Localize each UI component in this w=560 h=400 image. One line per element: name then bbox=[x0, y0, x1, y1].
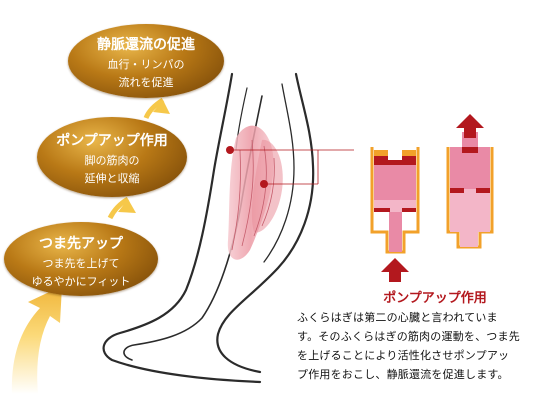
step-line: 流れを促進 bbox=[118, 76, 174, 89]
description-line: す。そのふくらはぎの筋肉の運動を、つま先 bbox=[297, 330, 520, 343]
big-up-arrow-icon bbox=[11, 286, 62, 394]
step-line: 延伸と収縮 bbox=[84, 172, 140, 185]
step-title: 静脈還流の促進 bbox=[97, 37, 195, 53]
step-title: つま先アップ bbox=[39, 236, 123, 252]
step-line: 脚の筋肉の bbox=[84, 154, 140, 167]
step-ellipse-pump-up: ポンプアップ作用 脚の筋肉の 延伸と収縮 bbox=[37, 117, 187, 197]
calf-muscle-illustration bbox=[227, 125, 283, 260]
step-title: ポンプアップ作用 bbox=[56, 133, 168, 149]
step-line: つま先を上げて bbox=[42, 257, 120, 270]
pump-in-arrow-icon bbox=[381, 258, 409, 282]
pump-cylinder-left bbox=[370, 147, 420, 254]
step-line: ゆるやかにフィット bbox=[31, 275, 131, 288]
pump-cylinder-right bbox=[446, 132, 494, 249]
pump-description: ふくらはぎは第二の心臓と言われていま す。そのふくらはぎの筋肉の運動を、つま先 … bbox=[297, 308, 547, 384]
pump-caption: ポンプアップ作用 bbox=[383, 291, 487, 306]
muscle-point-marker bbox=[260, 180, 268, 188]
description-line: プ作用をおこし、静脈還流を促進します。 bbox=[297, 368, 509, 381]
callout-lines bbox=[226, 146, 354, 188]
step-line: 血行・リンパの bbox=[107, 58, 185, 71]
description-line: を上げることにより活性化させポンプアッ bbox=[297, 349, 510, 362]
muscle-point-marker bbox=[226, 146, 234, 154]
step-ellipse-toe-up: つま先アップ つま先を上げて ゆるやかにフィット bbox=[4, 222, 158, 296]
small-up-arrow-icon bbox=[107, 196, 136, 220]
step-ellipse-venous-return: 静脈還流の促進 血行・リンパの 流れを促進 bbox=[68, 24, 224, 98]
pump-out-arrow-icon bbox=[456, 114, 484, 138]
small-up-arrow-icon bbox=[143, 97, 170, 120]
description-line: ふくらはぎは第二の心臓と言われていま bbox=[297, 311, 498, 324]
